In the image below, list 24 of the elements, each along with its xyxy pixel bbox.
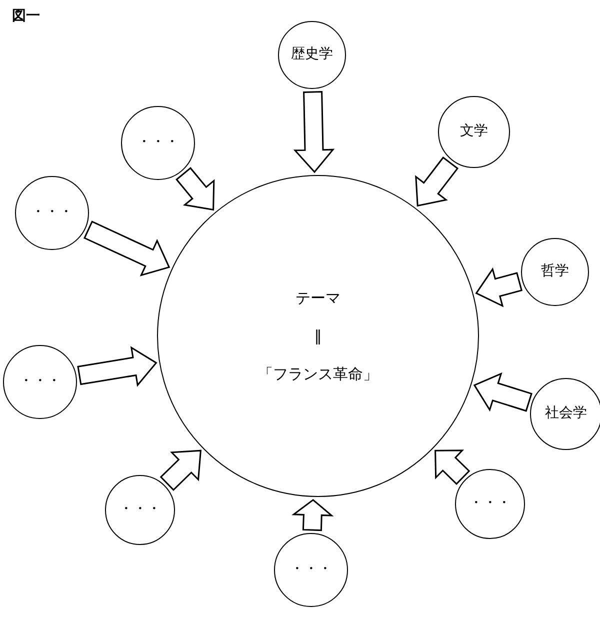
block-arrow [292,498,334,532]
discipline-label: 哲学 [541,263,569,281]
theme-text: テーマ [296,289,340,307]
discipline-label: 歴史学 [291,46,333,64]
theme-text: 「フランス革命」 [258,365,378,383]
discipline-label: ・・・ [31,204,73,222]
block-arrow [160,450,202,491]
block-arrow [434,450,470,485]
discipline-label: 社会学 [545,405,587,423]
discipline-label: ・・・ [290,561,332,579]
block-arrow [293,91,335,174]
figure-label: 図一 [12,7,40,26]
block-arrow [77,346,158,387]
discipline-label: ・・・ [119,501,161,519]
discipline-label: ・・・ [137,134,179,152]
discipline-label: ・・・ [19,373,61,391]
block-arrow [475,267,523,308]
theme-text: ‖ [314,327,322,345]
block-arrow [415,156,459,207]
block-arrow [473,372,532,412]
block-arrow [84,220,170,276]
discipline-label: ・・・ [469,495,511,513]
discipline-label: 文学 [460,123,488,141]
block-arrow [176,167,215,211]
